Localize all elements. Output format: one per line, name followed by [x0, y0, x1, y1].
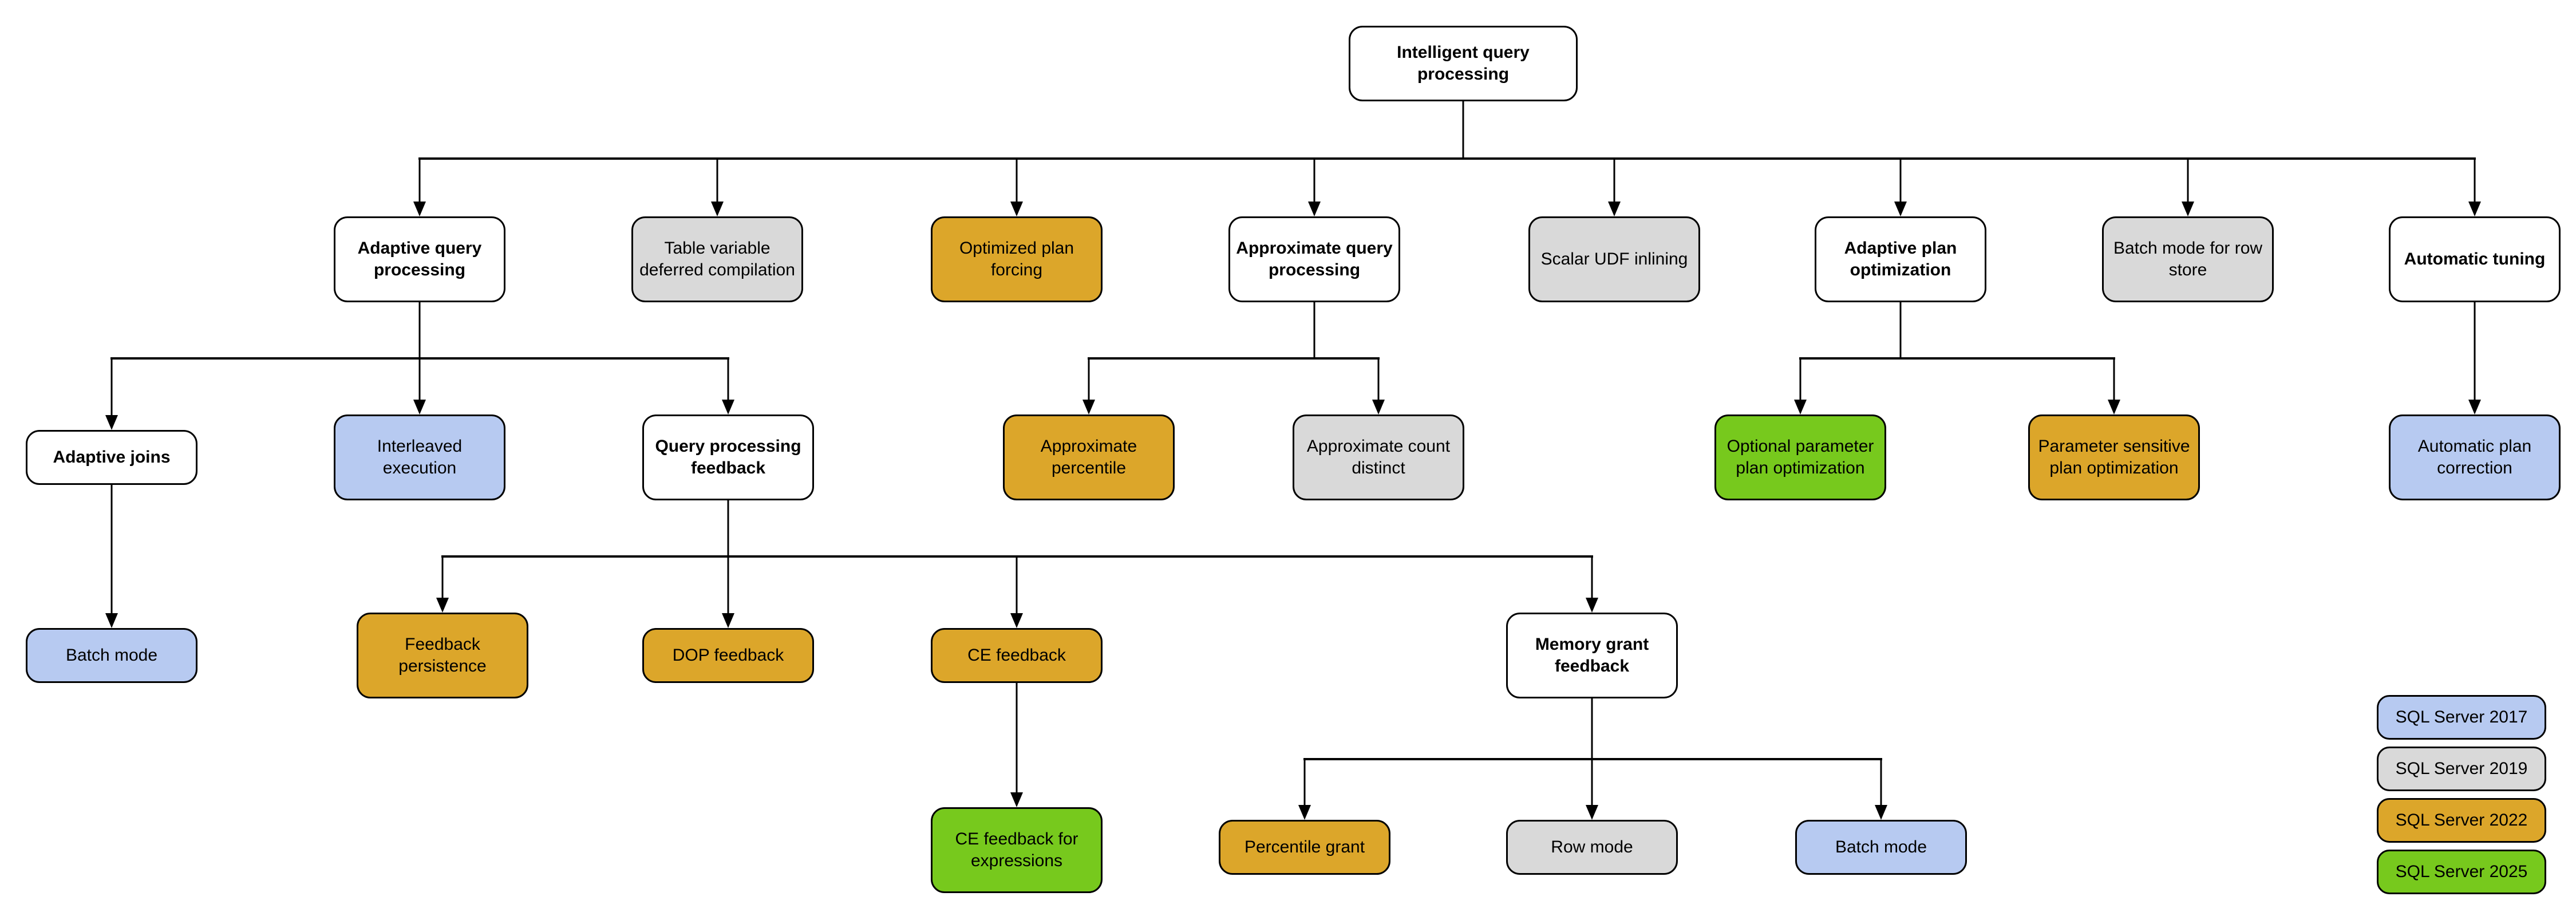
- node-pg: Percentile grant: [1219, 820, 1390, 875]
- node-ie: Interleaved execution: [334, 414, 505, 500]
- node-acd: Approximate count distinct: [1293, 414, 1464, 500]
- node-label: Scalar UDF inlining: [1540, 250, 1688, 269]
- node-label: Row mode: [1551, 838, 1633, 857]
- arrowhead-icon: [2108, 400, 2120, 414]
- node-label: Optional parameter plan optimization: [1726, 437, 1874, 477]
- node-bmrs: Batch mode for row store: [2102, 216, 2274, 302]
- node-label: Adaptive query processing: [357, 239, 482, 279]
- node-sudf: Scalar UDF inlining: [1528, 216, 1700, 302]
- node-root: Intelligent query processing: [1349, 26, 1578, 101]
- arrowhead-icon: [1608, 202, 1621, 216]
- legend-label: SQL Server 2019: [2395, 759, 2528, 778]
- node-label: Feedback persistence: [398, 635, 487, 676]
- node-at: Automatic tuning: [2389, 216, 2561, 302]
- node-label: Approximate count distinct: [1306, 437, 1451, 477]
- arrowhead-icon: [1372, 400, 1385, 414]
- node-dopf: DOP feedback: [642, 628, 814, 683]
- arrowhead-icon: [413, 400, 426, 414]
- node-label: Intelligent query processing: [1397, 43, 1530, 84]
- node-cef: CE feedback: [931, 628, 1103, 683]
- arrowhead-icon: [722, 613, 734, 628]
- arrowhead-icon: [1894, 202, 1907, 216]
- node-cefe: CE feedback for expressions: [931, 807, 1103, 893]
- legend-item-2022: SQL Server 2022: [2377, 798, 2546, 843]
- node-label: Automatic plan correction: [2417, 437, 2532, 477]
- arrowhead-icon: [1082, 400, 1095, 414]
- node-label: Table variable deferred compilation: [639, 239, 795, 279]
- node-label: Approximate percentile: [1040, 437, 1137, 477]
- arrowhead-icon: [2182, 202, 2194, 216]
- node-bm2: Batch mode: [1795, 820, 1967, 875]
- node-label: Optimized plan forcing: [959, 239, 1074, 279]
- arrowhead-icon: [105, 613, 118, 628]
- node-label: Memory grant feedback: [1535, 635, 1649, 676]
- node-aj: Adaptive joins: [26, 430, 197, 485]
- node-label: CE feedback for expressions: [955, 830, 1078, 870]
- legend-label: SQL Server 2022: [2395, 811, 2528, 830]
- node-label: Batch mode: [1835, 838, 1927, 857]
- node-apct: Approximate percentile: [1003, 414, 1175, 500]
- node-opf: Optimized plan forcing: [931, 216, 1103, 302]
- node-mgf: Memory grant feedback: [1506, 613, 1678, 698]
- node-rm: Row mode: [1506, 820, 1678, 875]
- node-label: DOP feedback: [672, 646, 784, 665]
- node-label: Adaptive plan optimization: [1844, 239, 1957, 279]
- node-label: CE feedback: [967, 646, 1066, 665]
- arrowhead-icon: [1586, 598, 1598, 613]
- arrowhead-icon: [1010, 613, 1023, 628]
- arrowhead-icon: [1308, 202, 1321, 216]
- node-label: Parameter sensitive plan optimization: [2038, 437, 2190, 477]
- node-label: Batch mode: [65, 646, 158, 665]
- node-label: Approximate query processing: [1236, 239, 1393, 279]
- arrowhead-icon: [711, 202, 724, 216]
- legend-label: SQL Server 2017: [2395, 708, 2528, 727]
- arrowhead-icon: [722, 400, 734, 414]
- arrowhead-icon: [1010, 792, 1023, 807]
- node-label: Percentile grant: [1244, 838, 1365, 857]
- arrowhead-icon: [1586, 805, 1598, 820]
- arrowhead-icon: [1010, 202, 1023, 216]
- node-label: Automatic tuning: [2404, 250, 2546, 269]
- node-aqp: Adaptive query processing: [334, 216, 505, 302]
- node-fp: Feedback persistence: [357, 613, 528, 698]
- node-label: Query processing feedback: [655, 437, 801, 477]
- node-bm1: Batch mode: [26, 628, 197, 683]
- legend-item-2025: SQL Server 2025: [2377, 850, 2546, 894]
- arrowhead-icon: [436, 598, 449, 613]
- node-apo: Adaptive plan optimization: [1815, 216, 1986, 302]
- arrowhead-icon: [413, 202, 426, 216]
- node-pspo: Parameter sensitive plan optimization: [2028, 414, 2200, 500]
- node-qpf: Query processing feedback: [642, 414, 814, 500]
- arrowhead-icon: [105, 415, 118, 430]
- node-oppo: Optional parameter plan optimization: [1714, 414, 1886, 500]
- node-tvdc: Table variable deferred compilation: [631, 216, 803, 302]
- node-apc: Automatic plan correction: [2389, 414, 2561, 500]
- node-label: Interleaved execution: [377, 437, 463, 477]
- arrowhead-icon: [2468, 400, 2481, 414]
- arrowhead-icon: [2468, 202, 2481, 216]
- arrowhead-icon: [1298, 805, 1311, 820]
- node-axqp: Approximate query processing: [1228, 216, 1400, 302]
- legend-item-2017: SQL Server 2017: [2377, 695, 2546, 740]
- node-label: Batch mode for row store: [2113, 239, 2263, 279]
- arrowhead-icon: [1794, 400, 1807, 414]
- node-label: Adaptive joins: [53, 448, 171, 467]
- arrowhead-icon: [1875, 805, 1887, 820]
- legend-label: SQL Server 2025: [2395, 862, 2528, 881]
- legend-item-2019: SQL Server 2019: [2377, 747, 2546, 791]
